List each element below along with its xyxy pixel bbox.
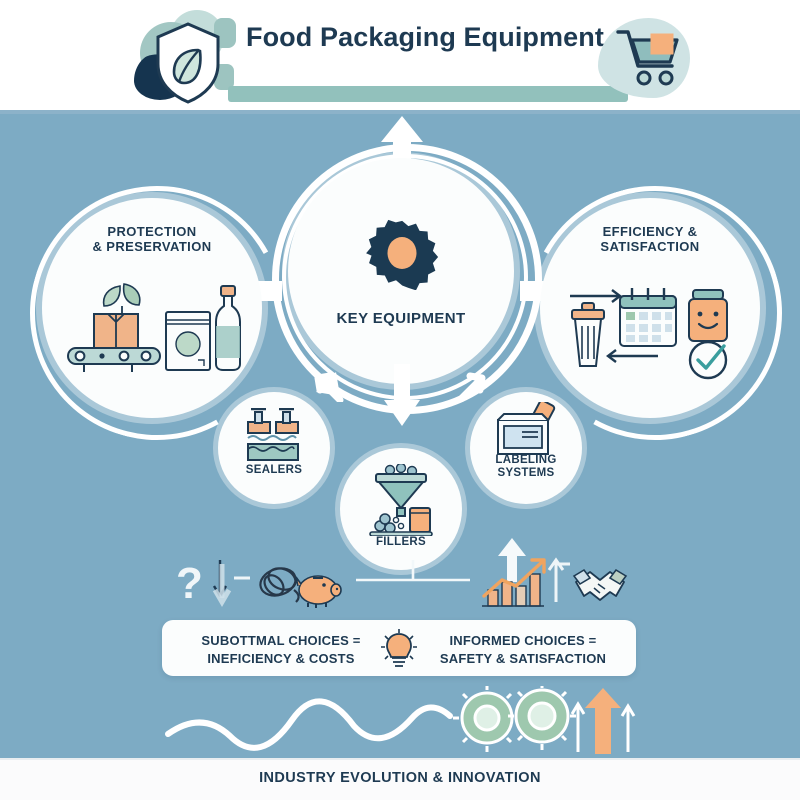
arrow-up-icon	[547, 557, 570, 602]
footer-bar: INDUSTRY EVOLUTION & INNOVATION	[0, 760, 800, 800]
page-title: Food Packaging Equipment	[246, 22, 604, 52]
funnel-filler-icon	[369, 464, 433, 536]
header-divider	[0, 110, 800, 114]
equipment-node-sealers[interactable]: SEALERS	[218, 392, 330, 504]
tangled-scribble-icon	[259, 567, 300, 603]
label-applicator-icon	[497, 402, 556, 455]
protection-icon-group	[67, 283, 241, 372]
outcome-label-line2: & PRESERVATION	[92, 239, 212, 255]
gear-green-icon	[508, 686, 576, 750]
calendar-icon	[619, 288, 677, 347]
arrow-down-icon	[212, 560, 232, 607]
logo-square-bottom	[214, 64, 234, 90]
handshake-icon	[572, 568, 628, 601]
comparison-icon-strip: ?	[170, 552, 630, 612]
piggy-bank-icon	[295, 575, 342, 608]
arrow-right-icon	[570, 289, 622, 303]
shield-leaf-icon	[156, 22, 220, 104]
outcome-label-line1: EFFICIENCY &	[602, 224, 698, 239]
banner-text-negative: SUBOTTMAL CHOICES = INEFICIENCY & COSTS	[176, 632, 386, 667]
arrow-down-sealers	[302, 358, 344, 402]
arrow-up-bottom	[498, 538, 526, 582]
banner-positive-line2: SAFETY & SATISFACTION	[439, 650, 607, 666]
arrow-down-fillers	[384, 364, 420, 426]
gear-icon	[366, 219, 438, 290]
pouch-icon	[165, 311, 211, 371]
banner-positive-line1: INFORMED CHOICES =	[449, 633, 597, 648]
trash-bin-icon	[571, 302, 605, 367]
footer-caption: INDUSTRY EVOLUTION & INNOVATION	[259, 770, 541, 786]
wavy-line-icon	[165, 698, 453, 751]
gear-green-icon	[453, 686, 521, 752]
evolution-illustration	[165, 686, 636, 754]
equipment-label-line1: FILLERS	[375, 536, 426, 548]
outcome-label-efficiency: EFFICIENCY & SATISFACTION	[540, 224, 760, 255]
outcome-node-protection[interactable]: PROTECTION & PRESERVATION	[42, 198, 262, 418]
arrow-up-top	[381, 116, 423, 170]
banner-negative-line1: SUBOTTMAL CHOICES =	[201, 633, 361, 648]
smiling-jar-icon	[688, 289, 728, 342]
outcome-node-efficiency[interactable]: EFFICIENCY & SATISFACTION	[540, 198, 760, 418]
outcome-label-line1: PROTECTION	[107, 224, 197, 239]
outcome-label-protection: PROTECTION & PRESERVATION	[42, 224, 262, 255]
diagram-panel: PROTECTION & PRESERVATION	[0, 114, 800, 760]
leaf-icon	[102, 283, 141, 316]
equipment-label-line1: SEALERS	[245, 464, 303, 476]
title-accent-bar	[228, 86, 628, 102]
equipment-label-line1: LABELING	[495, 454, 557, 466]
outcome-label-line2: SATISFACTION	[600, 239, 700, 255]
footer-divider	[0, 758, 800, 760]
banner-negative-line2: INEFICIENCY & COSTS	[207, 650, 355, 666]
center-node-label: KEY EQUIPMENT	[336, 310, 466, 327]
header-bar: Food Packaging Equipment	[0, 0, 800, 112]
equipment-label-fillers: FILLERS	[340, 536, 462, 549]
arrow-left-icon	[606, 349, 658, 363]
growth-chart-icon	[482, 558, 546, 607]
comparison-banner: SUBOTTMAL CHOICES = INEFICIENCY & COSTS …	[162, 620, 636, 676]
equipment-label-labeling: LABELING SYSTEMS	[470, 454, 582, 480]
efficiency-icon-group	[570, 288, 728, 380]
banner-text-positive: INFORMED CHOICES = SAFETY & SATISFACTION	[420, 632, 626, 667]
equipment-label-line2: SYSTEMS	[497, 467, 555, 480]
arrow-down-labeling	[456, 372, 486, 402]
check-circle-icon	[688, 340, 728, 380]
brand-logo	[118, 6, 238, 106]
t-divider-icon	[356, 560, 470, 582]
equipment-node-fillers[interactable]: FILLERS	[340, 448, 462, 570]
equipment-label-sealers: SEALERS	[218, 464, 330, 477]
equipment-node-labeling[interactable]: LABELING SYSTEMS	[470, 392, 582, 504]
bottle-icon	[215, 285, 241, 371]
lightbulb-icon	[381, 629, 417, 667]
sealer-icon	[247, 408, 299, 461]
center-node-key-equipment[interactable]: KEY EQUIPMENT	[288, 158, 514, 384]
question-mark-icon: ?	[176, 559, 203, 608]
shopping-cart-icon	[616, 30, 679, 86]
